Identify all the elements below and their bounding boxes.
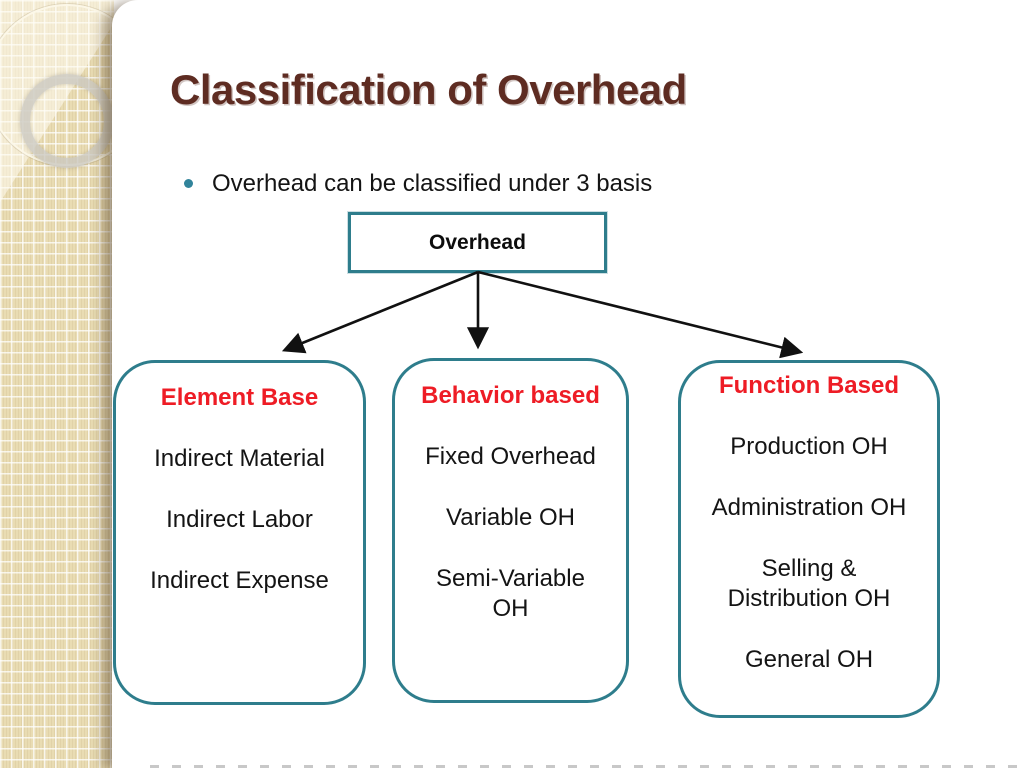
page-title: Classification of Overhead (170, 66, 687, 113)
branch-item: Indirect Expense (150, 567, 329, 594)
branch-item: Semi-Variable OH (436, 565, 585, 622)
branch-item: Fixed Overhead (425, 443, 596, 470)
branch-item: Selling & Distribution OH (727, 555, 891, 612)
bullet-row: Overhead can be classified under 3 basis (184, 168, 652, 199)
branch-item: Indirect Material (154, 445, 325, 472)
branch-heading: Function Based (718, 372, 899, 399)
branch-item: General OH (744, 646, 874, 673)
branch-box-element-base: Element Base Indirect Material Indirect … (113, 360, 366, 705)
branch-box-behavior-based: Behavior based Fixed Overhead Variable O… (392, 358, 629, 703)
branch-box-function-based: Function Based Production OH Administrat… (678, 360, 940, 718)
bullet-dot-icon (184, 179, 193, 188)
bullet-text: Overhead can be classified under 3 basis (212, 170, 653, 197)
branch-item: Production OH (730, 433, 888, 460)
branch-heading: Behavior based (421, 382, 600, 409)
overhead-root-label: Overhead (429, 230, 526, 254)
branch-heading: Element Base (160, 384, 319, 411)
overhead-root-box: Overhead (348, 212, 607, 273)
branch-item: Indirect Labor (166, 506, 313, 533)
branch-item: Administration OH (711, 494, 907, 521)
branch-item: Variable OH (446, 504, 575, 531)
cropped-footer-dashes (150, 765, 1024, 768)
sidebar-decoration (0, 0, 114, 768)
sidebar-ring-circle (20, 74, 114, 168)
